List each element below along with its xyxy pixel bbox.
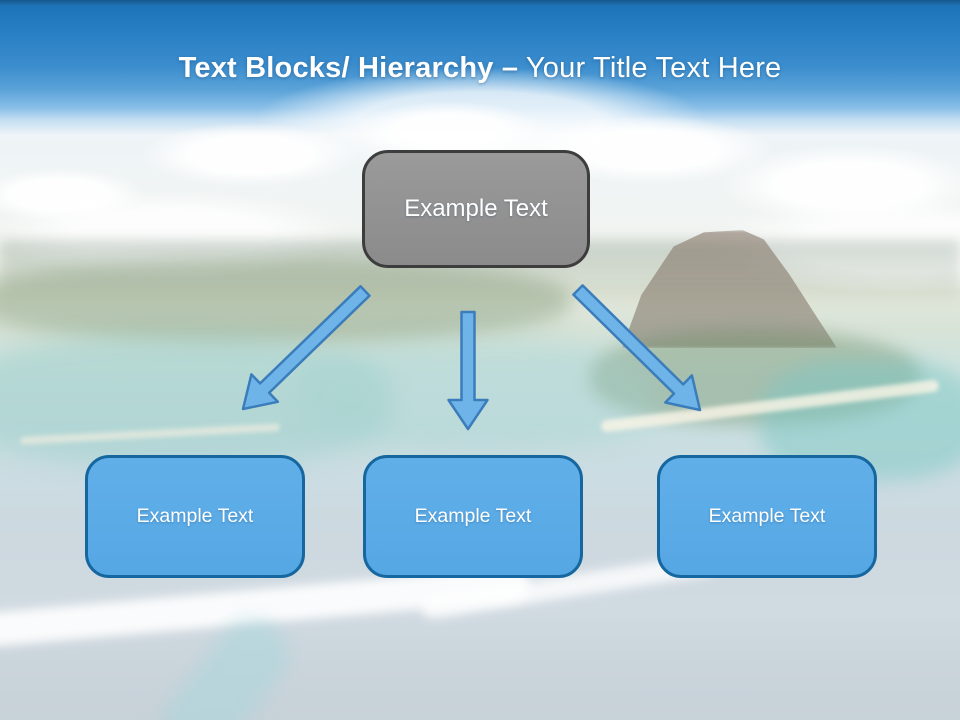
child-node-label: Example Text: [414, 505, 532, 527]
arrow-down-right-icon: [572, 284, 702, 412]
background-mid-water: [300, 340, 660, 450]
background-mountain: [622, 230, 837, 348]
arrow-down-icon: [447, 310, 489, 431]
title-main-text: Text Blocks/ Hierarchy: [178, 52, 494, 84]
hierarchy-child-node-1: Example Text: [85, 455, 305, 578]
background-forest: [590, 330, 920, 425]
root-node-label: Example Text: [404, 195, 548, 222]
slide-title: Text Blocks/ Hierarchy – Your Title Text…: [0, 52, 960, 85]
title-subtitle-text: Your Title Text Here: [525, 52, 782, 84]
child-node-label: Example Text: [708, 505, 826, 527]
background-lagoon-left: [0, 335, 390, 465]
background-left-hills: [0, 258, 570, 343]
child-node-label: Example Text: [136, 505, 254, 527]
title-dash: –: [501, 52, 519, 84]
hierarchy-root-node: Example Text: [362, 150, 590, 268]
background-teal-streak: [148, 605, 302, 720]
background-beach-line-2: [19, 423, 281, 445]
arrow-down-left-icon: [241, 285, 371, 411]
hierarchy-child-node-3: Example Text: [657, 455, 877, 578]
background-ocean-surf: [0, 565, 531, 649]
hierarchy-child-node-2: Example Text: [363, 455, 583, 578]
background-beach-line: [600, 379, 940, 433]
